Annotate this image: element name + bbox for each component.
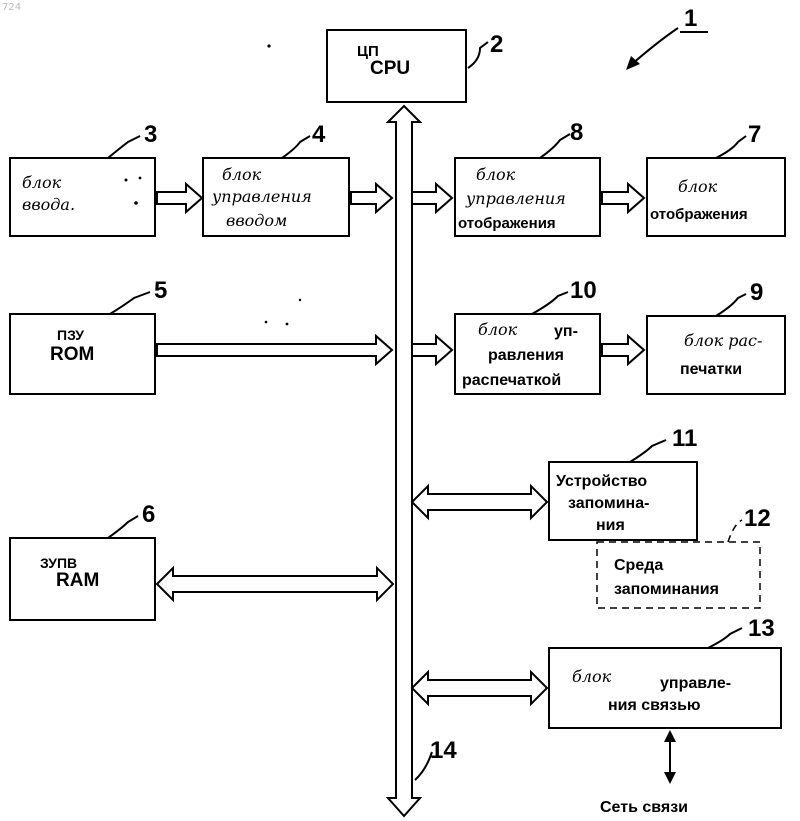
cpu-number-lead bbox=[468, 42, 488, 68]
ram-number: 6 bbox=[142, 501, 155, 528]
figure-pointer-line bbox=[632, 28, 678, 64]
input-block-number-lead bbox=[108, 136, 140, 158]
speck bbox=[286, 323, 289, 326]
printer-line1: блок рас- bbox=[684, 331, 762, 350]
display-control-line2: управления bbox=[465, 189, 566, 208]
rom-number: 5 bbox=[154, 277, 167, 304]
system-bus bbox=[388, 106, 420, 816]
input-control-line1: блок bbox=[222, 165, 262, 184]
rom-label-ru: ПЗУ bbox=[57, 327, 84, 343]
print-control-line1-print: уп- bbox=[554, 323, 578, 340]
storage-medium-line1: Среда bbox=[614, 557, 663, 574]
arrow-display-control-to-display bbox=[602, 184, 644, 212]
ram-number-lead bbox=[108, 516, 138, 538]
network-link-arrowhead-down bbox=[664, 772, 676, 784]
figure-number: 1 bbox=[684, 5, 697, 32]
display-number: 7 bbox=[748, 121, 761, 148]
display-line2: отображения bbox=[650, 206, 748, 223]
rom-label-en: ROM bbox=[50, 344, 94, 365]
comm-control-line1-hand: блок bbox=[572, 667, 612, 686]
input-block-line1: блок bbox=[22, 173, 62, 192]
network-label: Сеть связи bbox=[600, 799, 688, 816]
comm-control-number: 13 bbox=[748, 615, 775, 642]
display-control-number-lead bbox=[540, 134, 570, 158]
speck bbox=[139, 177, 142, 180]
input-control-line2: управления bbox=[211, 187, 312, 206]
speck bbox=[299, 299, 301, 301]
input-control-number-lead bbox=[282, 136, 310, 158]
comm-control-number-lead bbox=[708, 628, 742, 648]
ram-label-en: RAM bbox=[56, 570, 99, 591]
arrow-bus-storage-device bbox=[412, 486, 547, 518]
printer-number-lead bbox=[716, 294, 746, 316]
bus-number: 14 bbox=[430, 737, 457, 764]
arrow-bus-to-display-control bbox=[412, 184, 452, 212]
rom-number-lead bbox=[110, 292, 150, 314]
display-number-lead bbox=[716, 136, 746, 158]
comm-control-line1-print: управле- bbox=[660, 675, 731, 692]
storage-medium-number-lead bbox=[728, 520, 742, 542]
cpu-label-en: CPU bbox=[370, 58, 410, 79]
speck bbox=[265, 321, 268, 324]
display-control-line1: блок bbox=[476, 165, 516, 184]
display-control-line3: отображения bbox=[458, 215, 556, 232]
network-link-arrowhead-up bbox=[664, 730, 676, 742]
printer-box bbox=[647, 316, 785, 394]
display-control-number: 8 bbox=[570, 119, 583, 146]
input-control-number: 4 bbox=[312, 121, 326, 148]
input-control-line3: вводом bbox=[226, 211, 287, 230]
print-control-line2: равления bbox=[488, 347, 564, 364]
cpu-number: 2 bbox=[490, 31, 503, 58]
display-box bbox=[647, 158, 785, 236]
input-block-number: 3 bbox=[144, 121, 157, 148]
speck bbox=[267, 44, 270, 47]
arrow-bus-comm-control bbox=[412, 672, 547, 704]
display-line1: блок bbox=[678, 177, 718, 196]
speck bbox=[125, 179, 128, 182]
storage-medium-number: 12 bbox=[744, 505, 771, 532]
arrow-print-control-to-printer bbox=[602, 336, 644, 364]
print-control-number: 10 bbox=[570, 277, 597, 304]
storage-device-number: 11 bbox=[672, 425, 697, 452]
input-block-line2: ввода. bbox=[22, 195, 75, 214]
print-control-line1-hand: блок bbox=[478, 320, 518, 339]
page-number: 724 bbox=[2, 2, 21, 13]
arrow-input-to-control bbox=[157, 184, 202, 212]
print-control-number-lead bbox=[532, 292, 568, 314]
storage-device-number-lead bbox=[630, 440, 666, 462]
storage-medium-box bbox=[597, 542, 760, 608]
storage-medium-line2: запоминания bbox=[614, 581, 719, 598]
comm-control-line2: ния связью bbox=[608, 697, 701, 714]
arrow-bus-to-print-control bbox=[412, 336, 452, 364]
ram-label-ru: ЗУПВ bbox=[40, 555, 77, 571]
printer-number: 9 bbox=[750, 279, 763, 306]
arrow-input-control-to-bus bbox=[351, 184, 392, 212]
storage-device-line1: Устройство bbox=[556, 473, 647, 490]
speck bbox=[134, 201, 138, 205]
arrow-rom-to-bus bbox=[157, 336, 392, 364]
storage-device-line2: запомина- bbox=[568, 495, 649, 512]
storage-device-line3: ния bbox=[596, 517, 625, 534]
printer-line2: печатки bbox=[680, 361, 742, 378]
print-control-line3: распечаткой bbox=[462, 372, 561, 389]
arrow-ram-bus bbox=[157, 568, 393, 600]
